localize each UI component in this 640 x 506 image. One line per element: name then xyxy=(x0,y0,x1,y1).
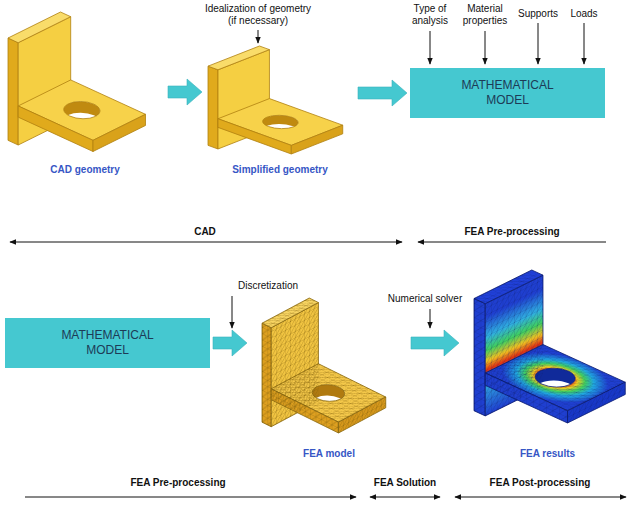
phase-label: FEA Pre-processing xyxy=(130,477,225,489)
phase-span xyxy=(10,242,402,243)
phase-span xyxy=(25,497,356,498)
phase-span xyxy=(418,242,606,243)
figure-caption: FEA results xyxy=(462,448,633,460)
result-mesh-overlay xyxy=(474,270,625,423)
box-text: MATHEMATICAL MODEL xyxy=(448,78,568,108)
box-text: MATHEMATICAL MODEL xyxy=(48,328,168,358)
annotation-label: Discretization xyxy=(238,280,298,292)
flow-arrow xyxy=(411,330,459,356)
figure-caption: Simplified geometry xyxy=(205,164,355,176)
pointer-arrow xyxy=(232,296,233,328)
figure-node: FEA results xyxy=(462,266,633,462)
figure-node: CAD geometry xyxy=(5,10,165,178)
figure-node: FEA model xyxy=(250,296,408,462)
annotation-label: Idealization of geometry (if necessary) xyxy=(202,3,314,27)
result-bracket xyxy=(474,270,625,423)
phase-label: FEA Pre-processing xyxy=(464,226,559,238)
phase-span xyxy=(455,497,626,498)
annotation-label: Numerical solver xyxy=(388,293,462,305)
annotation-label: Material properties xyxy=(460,3,510,27)
phase-label: FEA Solution xyxy=(374,477,436,489)
meshed-bracket xyxy=(262,298,386,433)
phase-label: FEA Post-processing xyxy=(490,477,591,489)
simplified-bracket xyxy=(208,46,343,154)
figure-caption: FEA model xyxy=(250,448,408,460)
annotation-label: Type of analysis xyxy=(408,3,452,27)
process-box: MATHEMATICAL MODEL xyxy=(5,318,210,368)
phase-label: CAD xyxy=(194,226,216,238)
pointer-arrow xyxy=(538,23,539,64)
pointer-arrow xyxy=(430,31,431,64)
pointer-arrow xyxy=(485,31,486,64)
pointer-arrow xyxy=(258,30,259,43)
figure-node: Simplified geometry xyxy=(205,40,355,178)
annotation-label: Supports xyxy=(518,8,558,20)
pointer-arrow xyxy=(584,23,585,64)
flow-arrow xyxy=(358,80,407,106)
flow-arrow xyxy=(168,79,202,105)
annotation-label: Loads xyxy=(570,8,597,20)
flow-arrow xyxy=(213,330,247,356)
mesh-overlay xyxy=(262,298,386,433)
figure-caption: CAD geometry xyxy=(5,164,165,176)
phase-span xyxy=(370,497,440,498)
process-box: MATHEMATICAL MODEL xyxy=(410,68,605,118)
pointer-arrow xyxy=(430,309,431,328)
cad-bracket xyxy=(8,12,146,152)
